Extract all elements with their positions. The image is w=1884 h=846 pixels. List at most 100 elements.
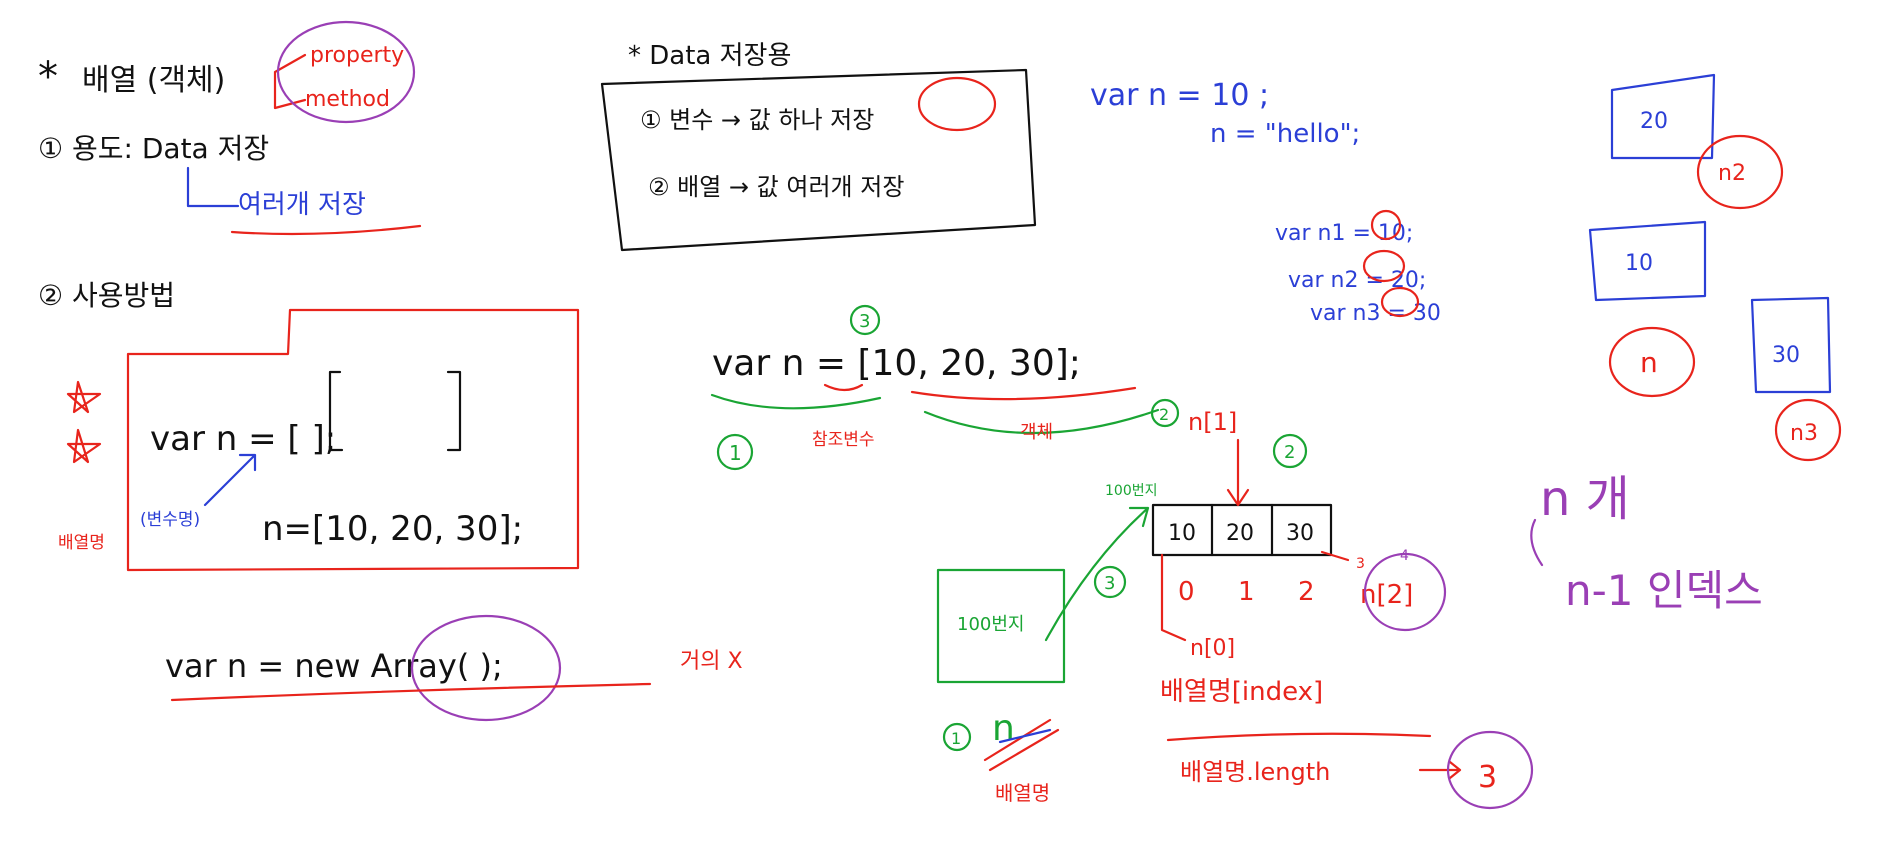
box-20 <box>1610 73 1716 160</box>
var-n1: var n1 = 10; <box>1275 221 1413 246</box>
star-mark-2 <box>66 428 102 464</box>
n-count: n 개 <box>1540 471 1630 527</box>
storage-title: * Data 저장용 <box>628 41 791 71</box>
index-range: n-1 인덱스 <box>1565 566 1763 615</box>
cell-2: 30 <box>1286 521 1314 546</box>
code3-note: 거의 X <box>680 649 743 674</box>
n-hello: n = "hello"; <box>1210 119 1360 149</box>
box-10 <box>1588 220 1707 302</box>
three-small: 3 <box>1356 556 1365 572</box>
mark-2: 2 <box>1159 405 1169 424</box>
n1-arrow <box>1226 438 1250 507</box>
box-30-value: 30 <box>1772 343 1800 368</box>
property-label: property <box>310 43 404 68</box>
circ-2: 2 <box>1284 442 1295 463</box>
array-name-label: 배열명 <box>995 781 1050 805</box>
title-star: * <box>38 54 58 100</box>
code-box <box>126 308 580 572</box>
varname-arrow <box>203 453 257 507</box>
index-underline <box>1166 732 1432 742</box>
n2-ref-circle <box>1696 134 1784 210</box>
bracket-connector <box>273 53 307 110</box>
left-section: * 배열 (객체) property method ① 용도: Data 저장 … <box>38 20 743 722</box>
ref-underline <box>823 383 864 392</box>
mark-1-circle <box>716 433 754 471</box>
array-cells <box>1151 503 1333 557</box>
var-n3: var n3 = 30 <box>1310 301 1441 326</box>
length-circle <box>1446 730 1534 810</box>
n2-label: n[2] <box>1360 580 1413 610</box>
n3-ref-circle <box>1774 398 1842 462</box>
mark-3: 3 <box>859 311 870 332</box>
index-2: 2 <box>1298 577 1315 607</box>
box-30 <box>1750 296 1832 394</box>
usage-line: ① 용도: Data 저장 <box>38 132 269 165</box>
n1-label: n[1] <box>1188 408 1237 436</box>
n3-circle-small <box>1380 286 1420 318</box>
center-section: * Data 저장용 ① 변수 → 값 하나 저장 ② 배열 → 값 여러개 저… <box>600 41 1534 810</box>
n2-circle <box>1363 552 1447 632</box>
address-box <box>936 568 1066 684</box>
array-circle <box>410 614 562 722</box>
n-ref-circle <box>1608 326 1696 398</box>
cell-1: 20 <box>1226 521 1254 546</box>
object-label: 객체 <box>1020 422 1053 443</box>
cell-0: 10 <box>1168 521 1196 546</box>
index-expr: 배열명[index] <box>1160 677 1323 707</box>
n-brace <box>1530 518 1544 567</box>
index-0: 0 <box>1178 577 1195 607</box>
empty-brackets <box>328 370 462 452</box>
circ-2-circle <box>1272 433 1308 469</box>
side-label-red: 배열명 <box>58 533 105 553</box>
storage-box <box>600 68 1037 252</box>
n0-pointer <box>1160 553 1187 642</box>
box-10-value: 10 <box>1625 251 1653 276</box>
code-line-3: var n = new Array( ); <box>165 647 503 685</box>
object-underline-green <box>923 408 1160 435</box>
array-declaration: var n = [10, 20, 30]; <box>712 343 1081 384</box>
star-mark-1 <box>66 380 102 414</box>
ref-var-label: 참조변수 <box>812 430 875 450</box>
length-arrow <box>1418 760 1462 780</box>
store-circle <box>917 76 997 132</box>
circ-3-circle <box>1093 565 1127 599</box>
n1-circle <box>1370 209 1402 241</box>
usage-underline <box>230 224 422 236</box>
object-underline-red <box>910 386 1137 401</box>
circ-3: 3 <box>1104 573 1115 594</box>
howto-line: ② 사용방법 <box>38 279 175 312</box>
code-line-2: n=[10, 20, 30]; <box>262 509 523 549</box>
address-arrow <box>1044 506 1150 642</box>
usage-sub: 여러개 저장 <box>238 190 366 220</box>
n2-ref-label: n2 <box>1718 161 1746 186</box>
address-label: 100번지 <box>1105 483 1157 499</box>
storage-line-1: ① 변수 → 값 하나 저장 <box>640 106 874 134</box>
length-value: 3 <box>1478 760 1497 795</box>
n0-label: n[0] <box>1190 636 1235 661</box>
array-cell-dividers <box>1210 503 1274 557</box>
n3-ref-label: n3 <box>1790 421 1818 446</box>
var-underline <box>710 393 882 410</box>
right-section: var n = 10 ; n = "hello"; var n1 = 10; v… <box>1090 73 1842 615</box>
length-expr: 배열명.length <box>1180 758 1330 786</box>
storage-line-2: ② 배열 → 값 여러개 저장 <box>648 173 904 201</box>
four-small: 4 <box>1400 548 1409 564</box>
code-line-1: var n = [ ]; <box>150 419 336 459</box>
mark-2-circle <box>1150 398 1180 428</box>
property-method-circle <box>276 20 416 124</box>
method-label: method <box>305 87 390 112</box>
n2-pointer <box>1320 550 1350 562</box>
n-scribble <box>983 718 1060 772</box>
circ-1-circle <box>942 722 972 752</box>
array-title: 배열 (객체) <box>82 63 225 98</box>
mark-1: 1 <box>729 441 742 465</box>
n-ref-label: n <box>1640 346 1658 379</box>
n-scribble-blue <box>998 728 1052 744</box>
box-20-value: 20 <box>1640 109 1668 134</box>
var-n-10: var n = 10 ; <box>1090 78 1269 113</box>
n2-circle-small <box>1362 249 1406 283</box>
code3-underline <box>170 682 652 702</box>
index-1: 1 <box>1238 577 1255 607</box>
side-label-blue: (변수명) <box>140 510 200 530</box>
